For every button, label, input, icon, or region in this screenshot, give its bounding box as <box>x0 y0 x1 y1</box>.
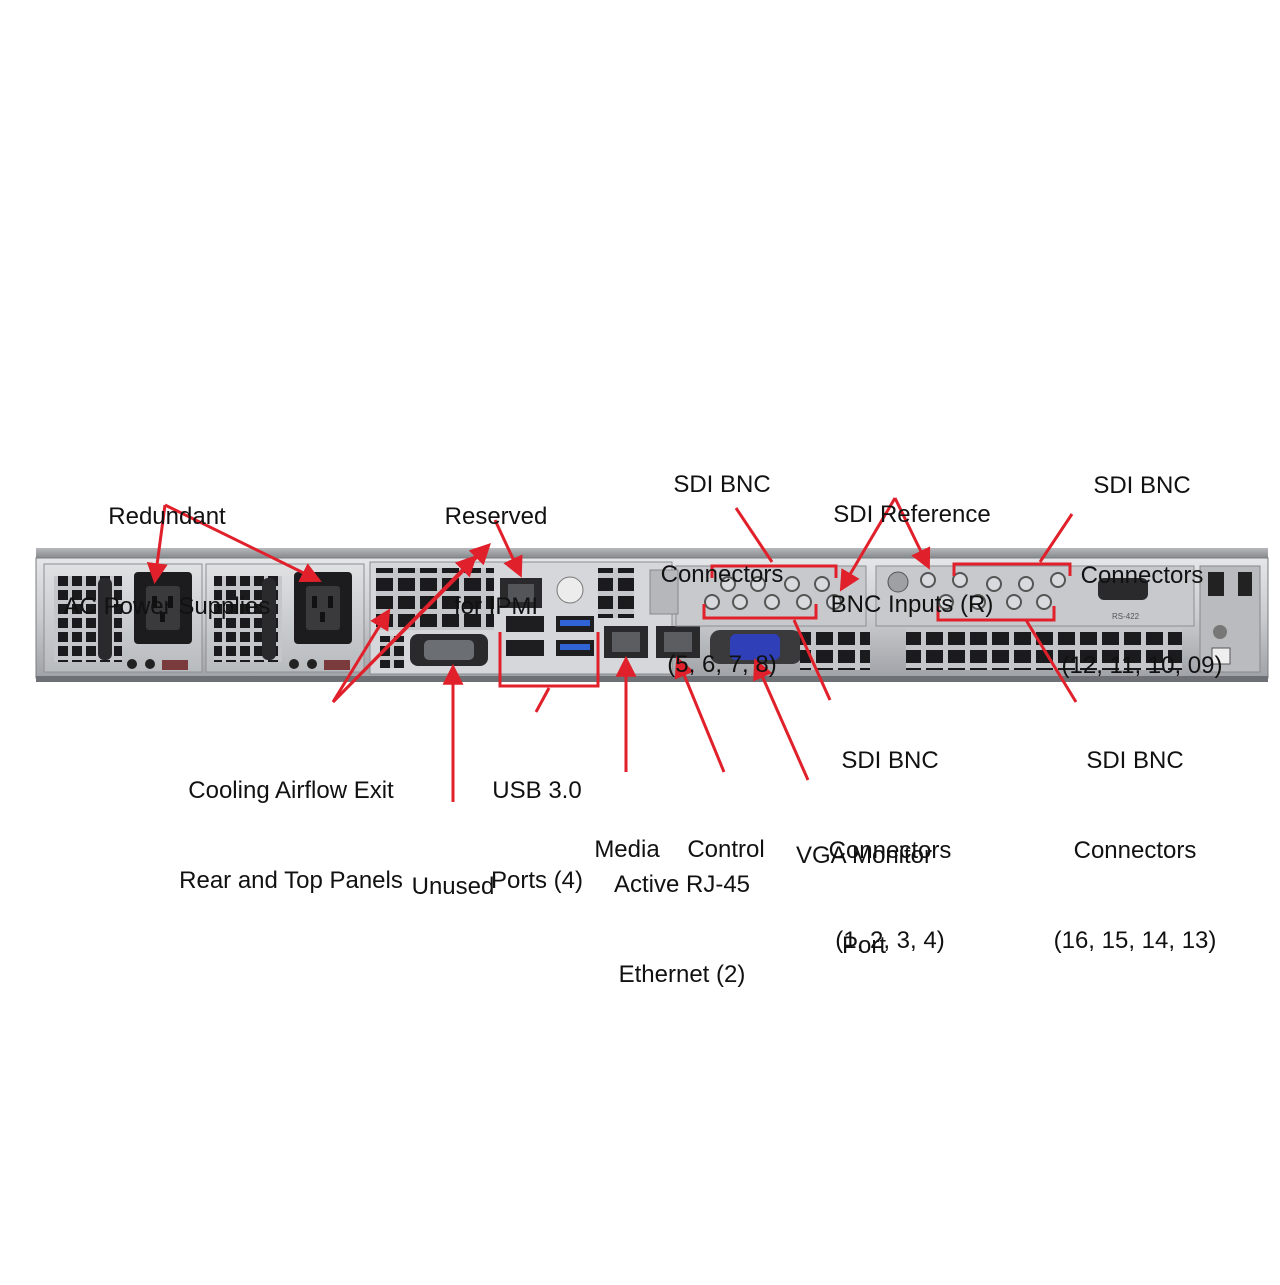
callout-sdi-5-8-line-3: (5, 6, 7, 8) <box>667 651 777 678</box>
callout-sdi-5-8: SDI BNC Connectors (5, 6, 7, 8) <box>640 410 804 710</box>
callout-control: Control <box>676 775 776 895</box>
callout-sdi-1-4-line-1: SDI BNC <box>841 747 939 774</box>
callout-sdi-5-8-line-1: SDI BNC <box>673 471 771 498</box>
psu-1-release-latch <box>162 660 188 670</box>
psu-2-handle <box>262 578 276 660</box>
callout-vga-line-2: Port <box>841 932 886 959</box>
chassis-bottom-edge <box>36 676 1268 682</box>
annotation-layer <box>146 497 1078 802</box>
callout-cooling-line-2: Rear and Top Panels <box>179 867 403 894</box>
callout-power-supplies: Redundant AC Power Supplies <box>55 442 279 652</box>
callout-sdi-16-13: SDI BNC Connectors (16, 15, 14, 13) <box>1044 686 1226 986</box>
callout-sdi-12-9-line-2: Connectors <box>1080 562 1204 589</box>
psu-2-release-latch <box>324 660 350 670</box>
callout-cooling-line-1: Cooling Airflow Exit <box>188 777 394 804</box>
bracket-usb <box>498 632 600 688</box>
callout-vga-line-1: VGA Monitor <box>795 842 933 869</box>
rs422-port <box>1098 578 1148 600</box>
bracket-sdi-12-9 <box>952 562 1072 576</box>
arrow-ipmi <box>493 519 523 578</box>
arrow-psu-1 <box>146 504 168 585</box>
callout-cooling: Cooling Airflow Exit Rear and Top Panels <box>164 716 418 926</box>
arrow-sdi-reference-2 <box>893 497 931 570</box>
callout-media-line-1: Media <box>594 836 660 863</box>
callout-sdi-12-9-line-3: (12, 11, 10, 09) <box>1061 652 1223 679</box>
callout-usb-line-2: Ports (4) <box>490 867 583 894</box>
uid-button <box>556 576 584 604</box>
arrow-cooling-3 <box>331 543 491 704</box>
callout-ipmi-line-1: Reserved <box>444 503 548 530</box>
sdi-card-1 <box>649 565 870 670</box>
callout-unused-line-1: Unused <box>411 873 495 900</box>
usb-port-1 <box>506 616 544 632</box>
callout-control-line-1: Control <box>687 836 765 863</box>
leader-sdi-5-8 <box>734 507 774 563</box>
leader-usb <box>534 687 551 713</box>
sdi-card-2: RS-422 <box>875 565 1261 673</box>
chassis-top-edge <box>36 548 1268 560</box>
callout-usb: USB 3.0 Ports (4) <box>478 716 596 926</box>
rs422-label: RS-422 <box>1112 612 1140 621</box>
callout-rj45-ethernet-line-2: Ethernet (2) <box>618 961 746 988</box>
callout-sdi-12-9-line-1: SDI BNC <box>1093 472 1191 499</box>
callout-rj45-ethernet: Active RJ-45 Ethernet (2) <box>602 810 762 1020</box>
callout-power-supplies-line-1: Redundant <box>108 503 226 530</box>
arrow-control <box>674 656 726 773</box>
callout-sdi-reference: SDI Reference BNC Inputs (R) <box>818 440 1006 650</box>
callout-sdi-1-4-line-2: Connectors <box>828 837 952 864</box>
callout-sdi-16-13-line-3: (16, 15, 14, 13) <box>1053 927 1217 954</box>
callout-media: Media <box>586 775 668 895</box>
arrow-sdi-reference-1 <box>839 497 897 592</box>
callout-sdi-1-4-line-3: (1, 2, 3, 4) <box>835 927 945 954</box>
arrow-psu-2 <box>164 503 322 583</box>
callout-unused: Unused <box>398 812 508 932</box>
arrow-cooling-1 <box>331 608 391 703</box>
power-supply-1 <box>43 563 203 673</box>
bracket-sdi-16-13 <box>936 606 1056 622</box>
callout-sdi-5-8-line-2: Connectors <box>660 561 784 588</box>
callout-vga: VGA Monitor Port <box>780 781 948 991</box>
power-supply-2 <box>205 563 365 673</box>
callout-sdi-1-4: SDI BNC Connectors (1, 2, 3, 4) <box>812 686 968 986</box>
bracket-sdi-5-8 <box>710 564 838 578</box>
callout-usb-line-1: USB 3.0 <box>492 777 582 804</box>
callout-sdi-reference-line-1: SDI Reference <box>833 501 991 528</box>
callout-sdi-16-13-line-1: SDI BNC <box>1086 747 1184 774</box>
leader-sdi-1-4 <box>792 619 832 701</box>
leader-sdi-16-13 <box>1024 619 1078 703</box>
callout-sdi-reference-line-2: BNC Inputs (R) <box>830 591 994 618</box>
callout-rj45-ethernet-line-1: Active RJ-45 <box>613 871 751 898</box>
bracket-sdi-1-4 <box>702 604 818 620</box>
io-vent-mid <box>598 568 634 618</box>
psu-1-handle <box>98 578 112 660</box>
callout-sdi-16-13-line-2: Connectors <box>1073 837 1197 864</box>
io-area <box>369 561 700 675</box>
callout-ipmi-line-2: for IPMI <box>453 593 538 620</box>
leader-sdi-12-9 <box>1038 513 1074 563</box>
callout-ipmi: Reserved for IPMI <box>420 442 572 652</box>
usb-port-2 <box>506 640 544 656</box>
callout-sdi-12-9: SDI BNC Connectors (12, 11, 10, 09) <box>1052 411 1232 711</box>
arrow-vga <box>753 658 810 781</box>
callout-power-supplies-line-2: AC Power Supplies <box>63 593 271 620</box>
vga-port <box>710 630 802 664</box>
